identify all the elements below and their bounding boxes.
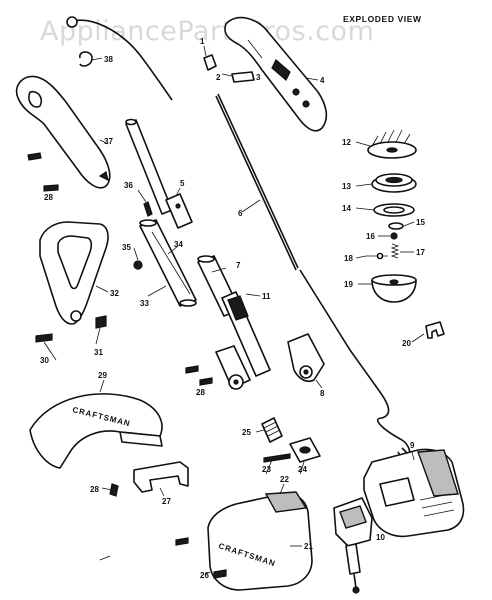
- part-screw-a: [185, 365, 199, 374]
- callout: 18: [344, 254, 353, 263]
- callout: 37: [104, 137, 113, 146]
- part-34-lower-tube: [139, 219, 197, 307]
- watermark: AppliancePartsPros.com: [40, 16, 374, 47]
- callout: 8: [320, 389, 325, 398]
- callout: 28: [90, 485, 99, 494]
- callout: 22: [280, 475, 289, 484]
- callout: 33: [140, 299, 149, 308]
- part-26-screw: [213, 569, 227, 579]
- part-8-clamp: [287, 333, 325, 383]
- callout: 2: [216, 73, 221, 82]
- callout: 19: [344, 280, 353, 289]
- part-10-motor: [333, 497, 373, 594]
- callout: 16: [366, 232, 375, 241]
- part-9-motor-housing: [363, 448, 465, 538]
- callout: 10: [376, 533, 385, 542]
- callout: 7: [236, 261, 241, 270]
- callout: 28: [44, 193, 53, 202]
- part-16-nut: [390, 232, 398, 240]
- part-12-fan: [367, 129, 417, 159]
- part-screw-b: [175, 537, 189, 546]
- callout: 14: [342, 204, 351, 213]
- part-38-clip: [79, 51, 93, 67]
- callout: 32: [110, 289, 119, 298]
- callout: 29: [98, 371, 107, 380]
- part-17-spring: [390, 243, 400, 259]
- callout: 12: [342, 138, 351, 147]
- part-15-washer: [388, 222, 404, 230]
- callout: 17: [416, 248, 425, 257]
- part-25-spring: [261, 417, 283, 443]
- part-35-nut: [133, 260, 143, 270]
- part-6-drive-shaft: [215, 95, 297, 271]
- part-37-handle: [15, 75, 111, 189]
- callout: 26: [200, 571, 209, 580]
- callout: 6: [238, 209, 243, 218]
- callout: 11: [262, 292, 271, 301]
- callout: 27: [162, 497, 171, 506]
- callout: 3: [256, 73, 261, 82]
- callout: 4: [320, 76, 325, 85]
- part-27-bracket: [133, 461, 189, 493]
- part-3-pin: [231, 71, 255, 83]
- callout: 24: [298, 465, 307, 474]
- callout: 5: [180, 179, 185, 188]
- part-28-screw-left: [43, 184, 59, 192]
- part-31-nut: [95, 315, 107, 329]
- callout: 23: [262, 465, 271, 474]
- part-18-pin: [366, 252, 388, 260]
- callout: 36: [124, 181, 133, 190]
- part-30-screw: [35, 333, 53, 343]
- callout: 31: [94, 348, 103, 357]
- part-13-spool: [371, 173, 417, 193]
- callout: 35: [122, 243, 131, 252]
- diagram-title: EXPLODED VIEW: [343, 14, 422, 24]
- part-upper-tube: [125, 118, 173, 215]
- part-lower-cable: [299, 269, 411, 463]
- part-11-tube: [221, 291, 271, 377]
- part-14-ring: [373, 203, 415, 217]
- leader-lines: [43, 45, 425, 575]
- callout: 20: [402, 339, 411, 348]
- part-19-spool-cover: [371, 274, 417, 303]
- part-20-clip: [425, 321, 445, 339]
- part-24-bushing: [289, 437, 321, 463]
- part-32-bracket: [39, 221, 109, 325]
- callout: 38: [104, 55, 113, 64]
- part-23-pin: [263, 453, 291, 463]
- part-37-screw: [27, 152, 42, 161]
- part-5-coupler: [165, 193, 193, 229]
- callout: 15: [416, 218, 425, 227]
- callout-numbers: 1 2 3 4 5 6 7 8 9 10 11 12 13 14 15 16 1…: [40, 37, 425, 580]
- part-21-lower-housing: CRAFTSMAN: [207, 491, 313, 591]
- callout: 21: [304, 542, 313, 551]
- part-6-drive-shaft-edge: [217, 93, 299, 269]
- part-29-guard: CRAFTSMAN: [29, 393, 163, 469]
- part-4-upper-handle: [224, 16, 328, 132]
- callout: 25: [242, 428, 251, 437]
- part-motor-clamp-left: [215, 345, 251, 390]
- part-2-bracket: [203, 54, 217, 71]
- callout: 9: [410, 441, 415, 450]
- callout: 28: [196, 388, 205, 397]
- part-28-screw-guard: [109, 483, 119, 497]
- callout: 34: [174, 240, 183, 249]
- part-28-screw-mid: [199, 377, 213, 386]
- callout: 30: [40, 356, 49, 365]
- part-1-cord: [66, 16, 173, 101]
- part-36-screw: [143, 201, 153, 217]
- callout: 1: [200, 37, 205, 46]
- callout: 13: [342, 182, 351, 191]
